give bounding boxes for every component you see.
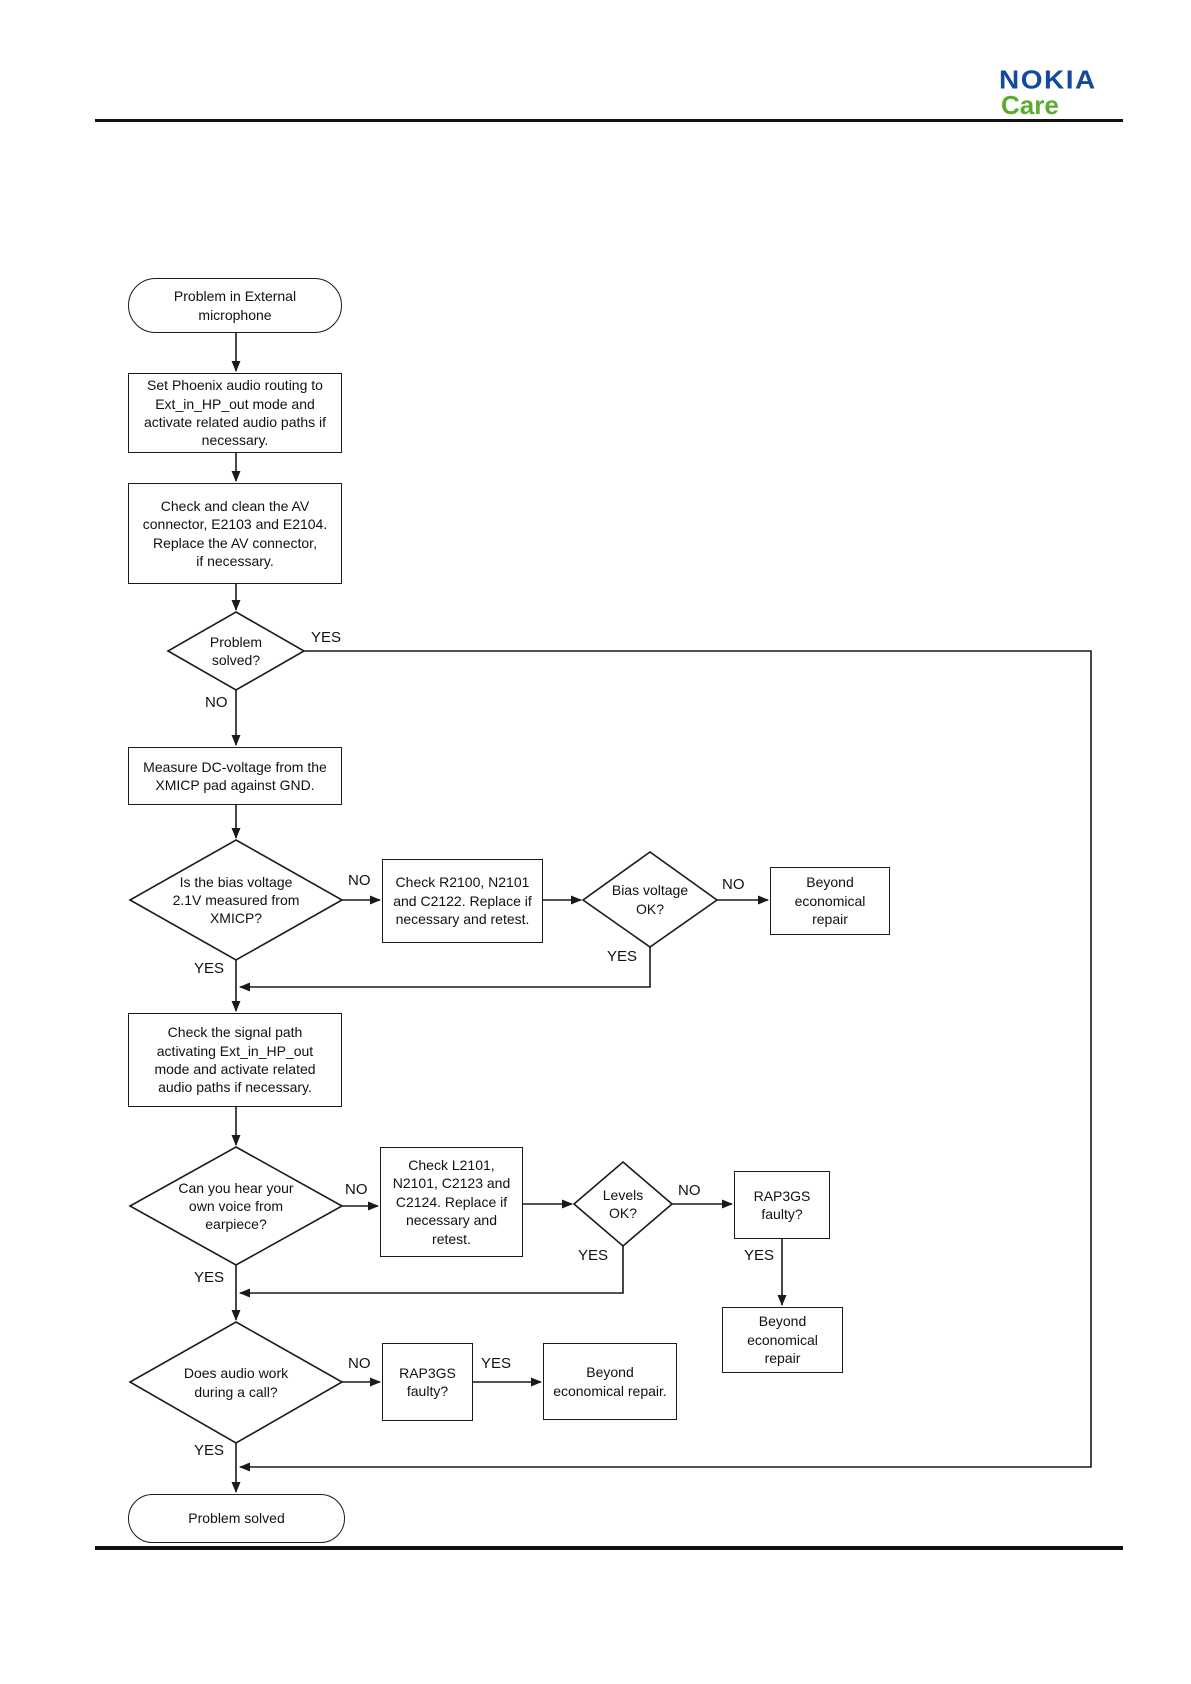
node-set-phoenix: Set Phoenix audio routing to Ext_in_HP_o… [128, 373, 342, 453]
edge-label-problemsolved-no: NO [203, 694, 230, 711]
footer-rule [95, 1546, 1123, 1550]
decision-problem-solved [166, 611, 306, 691]
edge-label-bias-yes: YES [192, 960, 227, 977]
node-beyond-repair-3: Beyond economical repair. [543, 1343, 677, 1420]
edge-label-levels-yes: YES [576, 1247, 611, 1264]
nokia-care-logo: Care [1001, 90, 1059, 120]
connector-biasok-yes-merge [239, 947, 651, 992]
edge-label-audiocall-no: NO [346, 1355, 373, 1372]
node-check-av: Check and clean the AV connector, E2103 … [128, 483, 342, 584]
label-hear-voice: Can you hear your own voice from earpiec… [178, 1179, 294, 1233]
label-audio-call: Does audio work during a call? [183, 1365, 289, 1400]
edge-label-rap3gs2-yes: YES [479, 1355, 514, 1372]
label-bias-voltage: Is the bias voltage 2.1V measured from X… [172, 873, 300, 927]
decision-bias-voltage [128, 839, 344, 961]
edge-label-rap3gs1-yes: YES [742, 1247, 777, 1264]
label-bias-ok: Bias voltage OK? [611, 882, 689, 917]
connector-problemsolved-yes-long [239, 650, 1092, 1472]
connector-levels-yes-merge [239, 1246, 624, 1298]
nokia-logo: NOKIA [999, 65, 1097, 94]
edge-label-problemsolved-yes: YES [309, 629, 344, 646]
decision-levels-ok [572, 1160, 674, 1248]
node-check-r2100: Check R2100, N2101 and C2122. Replace if… [382, 859, 543, 943]
header-rule [95, 119, 1123, 122]
label-levels-ok: Levels OK? [602, 1186, 644, 1221]
edge-label-hearvoice-yes: YES [192, 1269, 227, 1286]
decision-hear-voice [128, 1146, 344, 1266]
node-beyond-repair-2: Beyond economical repair [722, 1307, 843, 1373]
edge-label-hearvoice-no: NO [343, 1181, 370, 1198]
node-start: Problem in External microphone [128, 278, 342, 333]
edge-label-biasok-yes: YES [605, 948, 640, 965]
node-rap3gs-2: RAP3GS faulty? [382, 1343, 473, 1421]
edge-label-bias-no: NO [346, 872, 373, 889]
edge-label-biasok-no: NO [720, 876, 747, 893]
edge-label-audiocall-yes: YES [192, 1442, 227, 1459]
node-end: Problem solved [128, 1494, 345, 1543]
decision-audio-call [128, 1321, 344, 1444]
node-rap3gs-1: RAP3GS faulty? [734, 1171, 830, 1239]
node-check-signal: Check the signal path activating Ext_in_… [128, 1013, 342, 1107]
node-beyond-repair-1: Beyond economical repair [770, 867, 890, 935]
edge-label-levels-no: NO [676, 1182, 703, 1199]
node-check-l2101: Check L2101, N2101, C2123 and C2124. Rep… [380, 1147, 523, 1257]
label-problem-solved: Problem solved? [209, 633, 263, 668]
decision-bias-ok [581, 851, 719, 948]
node-measure-dc: Measure DC-voltage from the XMICP pad ag… [128, 747, 342, 805]
